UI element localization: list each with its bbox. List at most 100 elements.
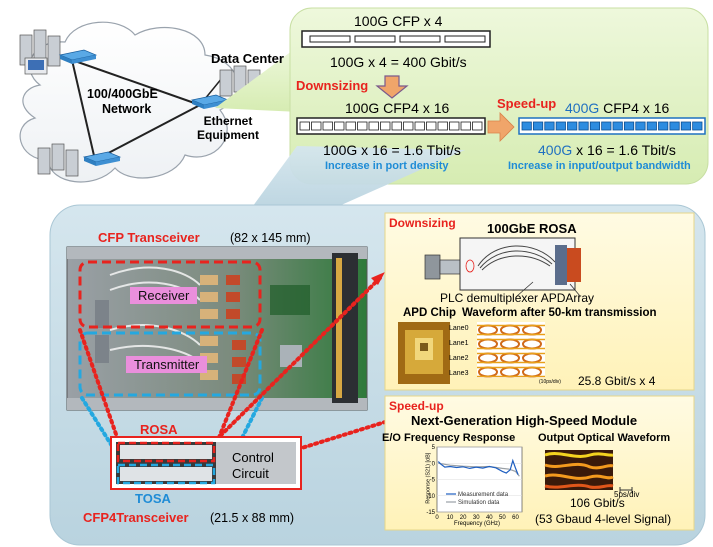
rosa-title: 100GbE ROSA [487, 221, 577, 236]
waveform-title: Waveform after 50-km transmission [462, 307, 657, 319]
cfp4-module-photo [116, 441, 296, 485]
cfp4-title: 100G CFP4 x 16 [345, 100, 450, 116]
port [322, 121, 333, 131]
output-waveform [544, 450, 633, 493]
port [403, 121, 414, 131]
port [646, 121, 657, 131]
x-tick-label: 10 [447, 515, 454, 521]
downsizing-box-label: Downsizing [389, 216, 456, 230]
cfp4-dims: (21.5 x 88 mm) [210, 511, 295, 525]
wave-title: Output Optical Waveform [538, 432, 671, 444]
speedup-box-label: Speed-up [389, 399, 444, 413]
port [380, 121, 391, 131]
lane-label: Lane0 [449, 325, 469, 332]
cfp-module [301, 30, 491, 48]
speedup-signal: (53 Gbaud 4-level Signal) [535, 512, 672, 526]
port [612, 121, 623, 131]
network-label-line1: 100/400GbE [87, 87, 158, 101]
port [532, 121, 544, 131]
transmitter-outline [78, 331, 262, 397]
eo-title: E/O Frequency Response [382, 432, 516, 444]
x-tick-label: 20 [460, 515, 467, 521]
port [623, 121, 635, 131]
x-tick-label: 50 [499, 515, 506, 521]
cfp-title: 100G CFP x 4 [354, 13, 443, 29]
speedup-box [384, 395, 695, 531]
port [460, 121, 471, 131]
x-tick-label: 40 [486, 515, 493, 521]
io-bandwidth-label: Increase in input/output bandwidth [508, 160, 691, 172]
time-div-label: 5ps/div [614, 490, 640, 499]
port [357, 121, 368, 131]
freq-xlabel: Frequency (GHz) [454, 521, 501, 527]
port [334, 121, 345, 131]
port [635, 121, 646, 131]
x-tick-label: 0 [435, 515, 439, 521]
port [472, 121, 483, 131]
port [669, 121, 680, 131]
switch-icon [58, 49, 98, 64]
arrowhead-icon [371, 272, 385, 285]
switch-icon [82, 151, 122, 166]
port [680, 121, 692, 131]
cfp4-400-title: 400G CFP4 x 16 [565, 100, 670, 116]
x-tick-label: 30 [473, 515, 480, 521]
server-rack-icon [37, 143, 79, 177]
top-panel [289, 7, 709, 185]
port [299, 121, 310, 131]
callout-wedge [215, 45, 300, 112]
downsizing-arrow-icon [375, 75, 409, 99]
y-tick-label: 5 [432, 445, 436, 451]
port [589, 121, 601, 131]
server-rack-icon [19, 29, 61, 75]
y-tick-label: -15 [426, 510, 435, 516]
cfp-capacity: 100G x 4 = 400 Gbit/s [330, 54, 467, 70]
cfp-transceiver-label: CFP Transceiver [98, 230, 200, 245]
control-circuit-line1: Control [232, 450, 274, 465]
eye-diagram [477, 322, 545, 378]
lane-label: Lane1 [449, 340, 469, 347]
port [426, 121, 437, 131]
port [601, 121, 612, 131]
port [368, 121, 379, 131]
control-circuit-line2: Circuit [232, 466, 269, 481]
y-tick-label: 0 [432, 461, 436, 467]
port [544, 121, 555, 131]
cfp4-400-capacity: 400G x 16 = 1.6 Tbit/s [538, 142, 676, 158]
speedup-title: Next-Generation High-Speed Module [411, 413, 638, 428]
measurement-series [437, 458, 519, 475]
lane-label: Lane3 [449, 370, 469, 377]
port [521, 121, 532, 131]
downsizing-label: Downsizing [296, 78, 369, 93]
zoom-wedge [250, 146, 465, 210]
port [658, 121, 669, 131]
apd-chip-label: APD Chip [403, 307, 457, 319]
rosa-device-drawing [424, 237, 581, 297]
port [391, 121, 402, 131]
port [578, 121, 589, 131]
cfp-dims: (82 x 145 mm) [230, 231, 311, 245]
tosa-label: TOSA [135, 491, 171, 506]
rosa-label: ROSA [140, 422, 178, 437]
speedup-arrow-icon [487, 112, 515, 142]
port [555, 121, 566, 131]
downsizing-rate: 25.8 Gbit/s x 4 [578, 374, 656, 388]
receiver-label: Receiver [130, 287, 198, 304]
port [437, 121, 448, 131]
port [449, 121, 460, 131]
plc-caption: PLC demultiplexer APDArray [440, 291, 595, 305]
legend-sim-label: Simulation data [458, 500, 500, 506]
cfp4-module-100g [296, 117, 486, 135]
transmitter-label: Transmitter [126, 356, 208, 373]
cfp4-module-400g [518, 117, 706, 135]
speedup-label: Speed-up [497, 96, 557, 111]
cfp4-capacity: 100G x 16 = 1.6 Tbit/s [323, 142, 461, 158]
y-tick-label: -5 [430, 478, 436, 484]
speedup-rate: 106 Gbit/s [570, 496, 625, 510]
data-center-label: Data Center [211, 51, 284, 66]
apd-chip-photo [398, 322, 450, 384]
port [414, 121, 425, 131]
port [692, 121, 703, 131]
